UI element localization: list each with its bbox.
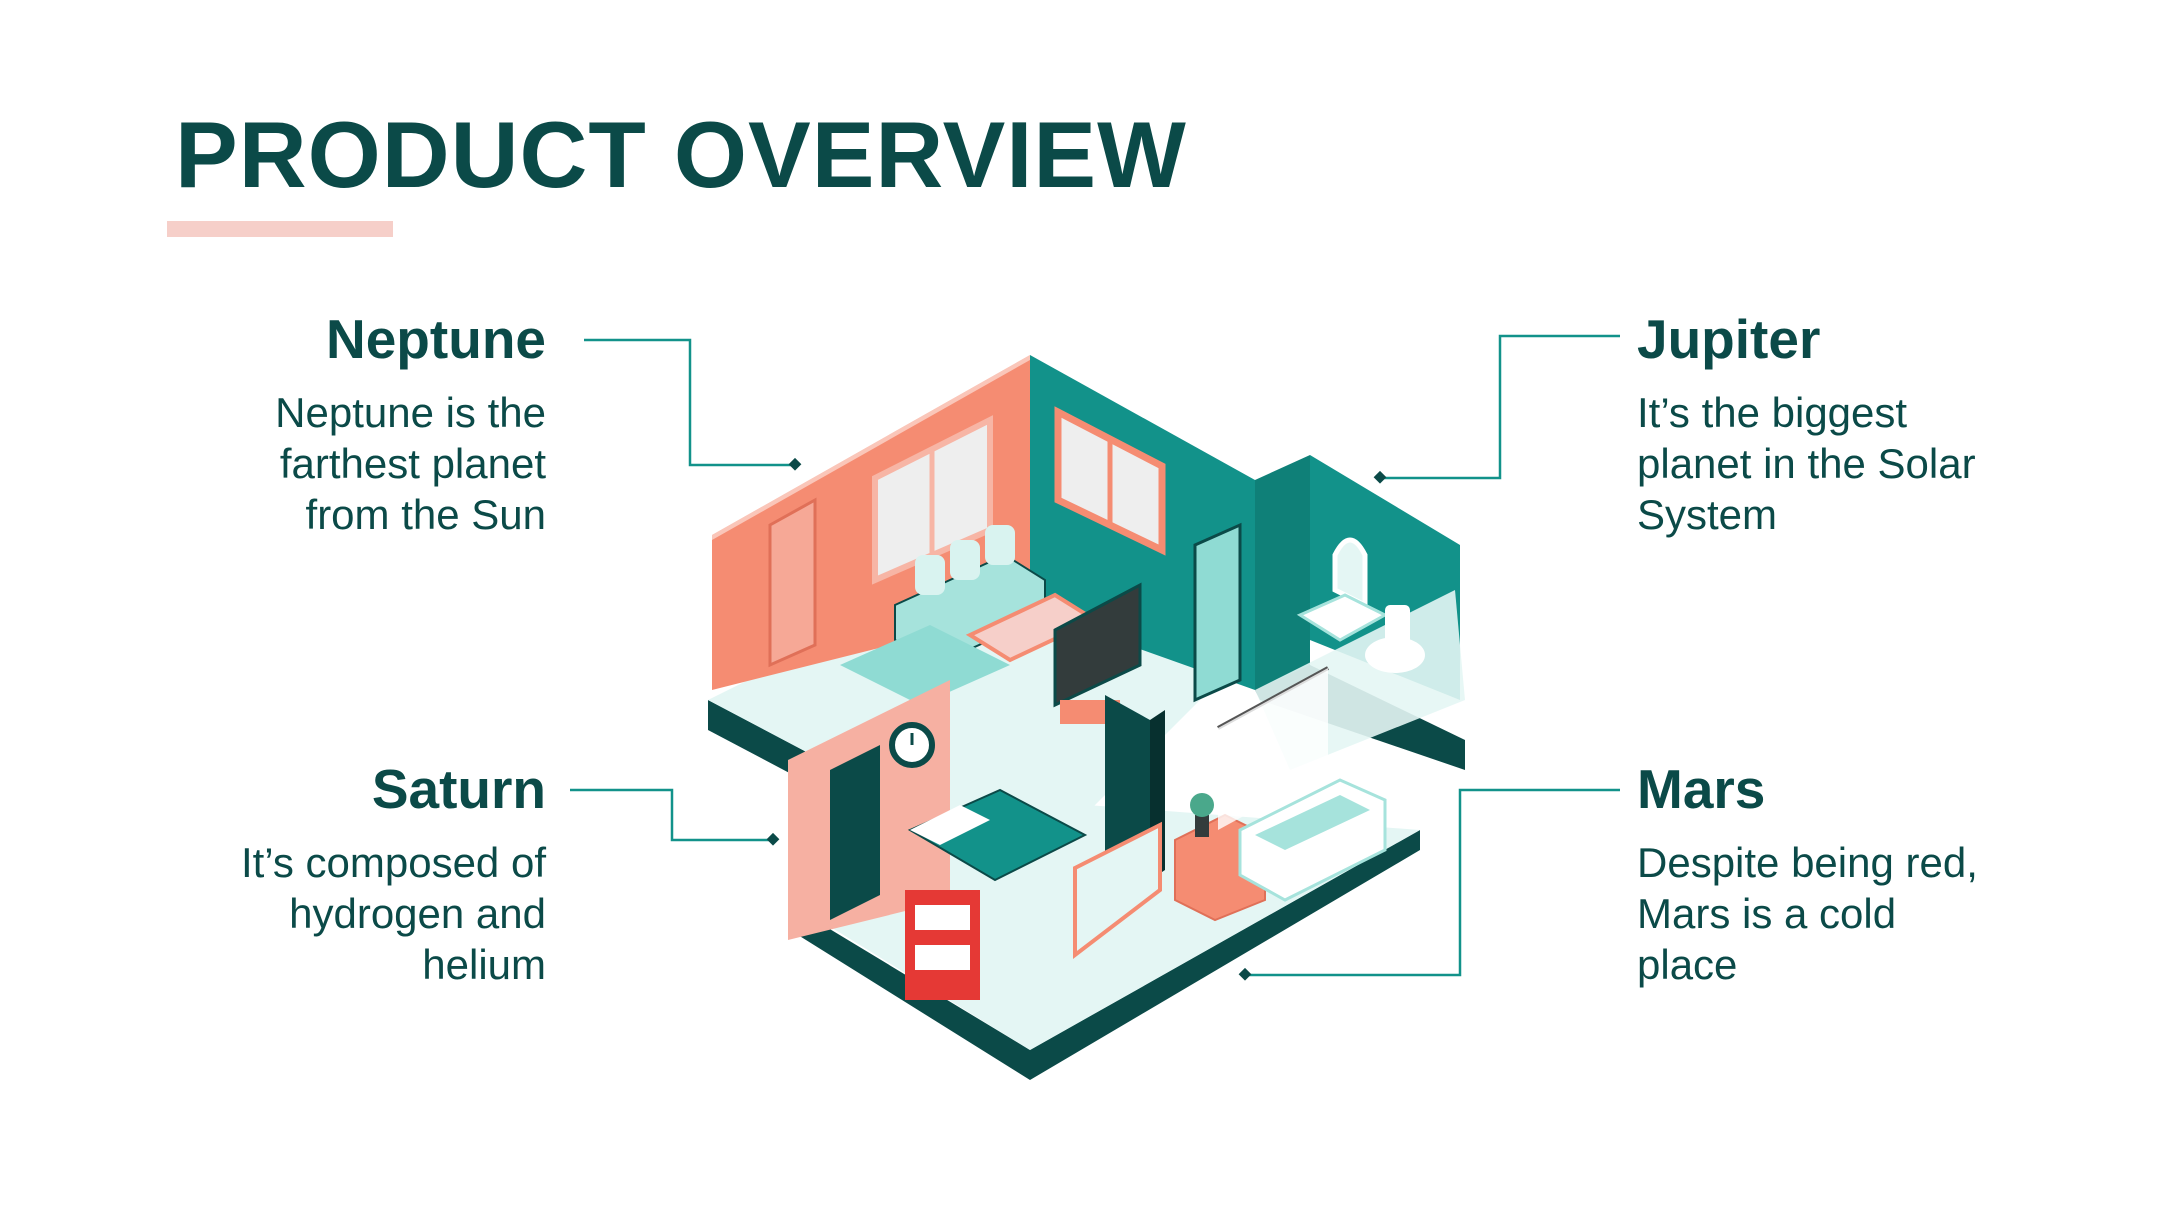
callout-neptune-text: Neptune is the farthest planet from the … [275, 389, 546, 538]
connector-mars [1245, 788, 1620, 977]
connector-jupiter [1380, 334, 1620, 480]
shower-curtain [1218, 668, 1328, 830]
callout-jupiter-heading: Jupiter [1637, 308, 1821, 370]
floor-mirror [1073, 821, 1162, 960]
callout-neptune: Neptune Neptune is the farthest planet f… [106, 312, 546, 540]
mirror [1332, 537, 1368, 610]
callout-neptune-heading: Neptune [326, 308, 546, 370]
callout-jupiter-text: It’s the biggest planet in the Solar Sys… [1637, 389, 1976, 538]
connector-dot-mars [1238, 967, 1252, 981]
rug [840, 625, 1010, 705]
wall-bath-left [1255, 455, 1310, 690]
callout-mars-text: Despite being red, Mars is a cold place [1637, 839, 1978, 988]
toilet [1365, 637, 1425, 673]
door-left [768, 497, 817, 668]
connector-saturn [570, 788, 773, 842]
floor-slab-bottom [790, 830, 1420, 1080]
callout-mars-heading: Mars [1637, 758, 1766, 820]
plant-icon [1190, 793, 1214, 817]
connector-dot-saturn [766, 832, 780, 846]
connector-neptune [584, 338, 795, 467]
connector-dot-neptune [788, 457, 802, 471]
page-title: PRODUCT OVERVIEW [175, 102, 1187, 207]
callout-saturn-heading: Saturn [371, 758, 546, 820]
door-teal [1193, 522, 1242, 703]
connector-dot-jupiter [1373, 470, 1387, 484]
callout-saturn: Saturn It’s composed of hydrogen and hel… [106, 762, 546, 990]
title-underline [167, 221, 393, 237]
callout-saturn-text: It’s composed of hydrogen and helium [240, 839, 546, 988]
door-bedroom [830, 745, 880, 920]
callout-jupiter: Jupiter It’s the biggest planet in the S… [1637, 312, 2077, 540]
tv [1053, 582, 1142, 708]
callout-mars: Mars Despite being red, Mars is a cold p… [1637, 762, 2077, 990]
